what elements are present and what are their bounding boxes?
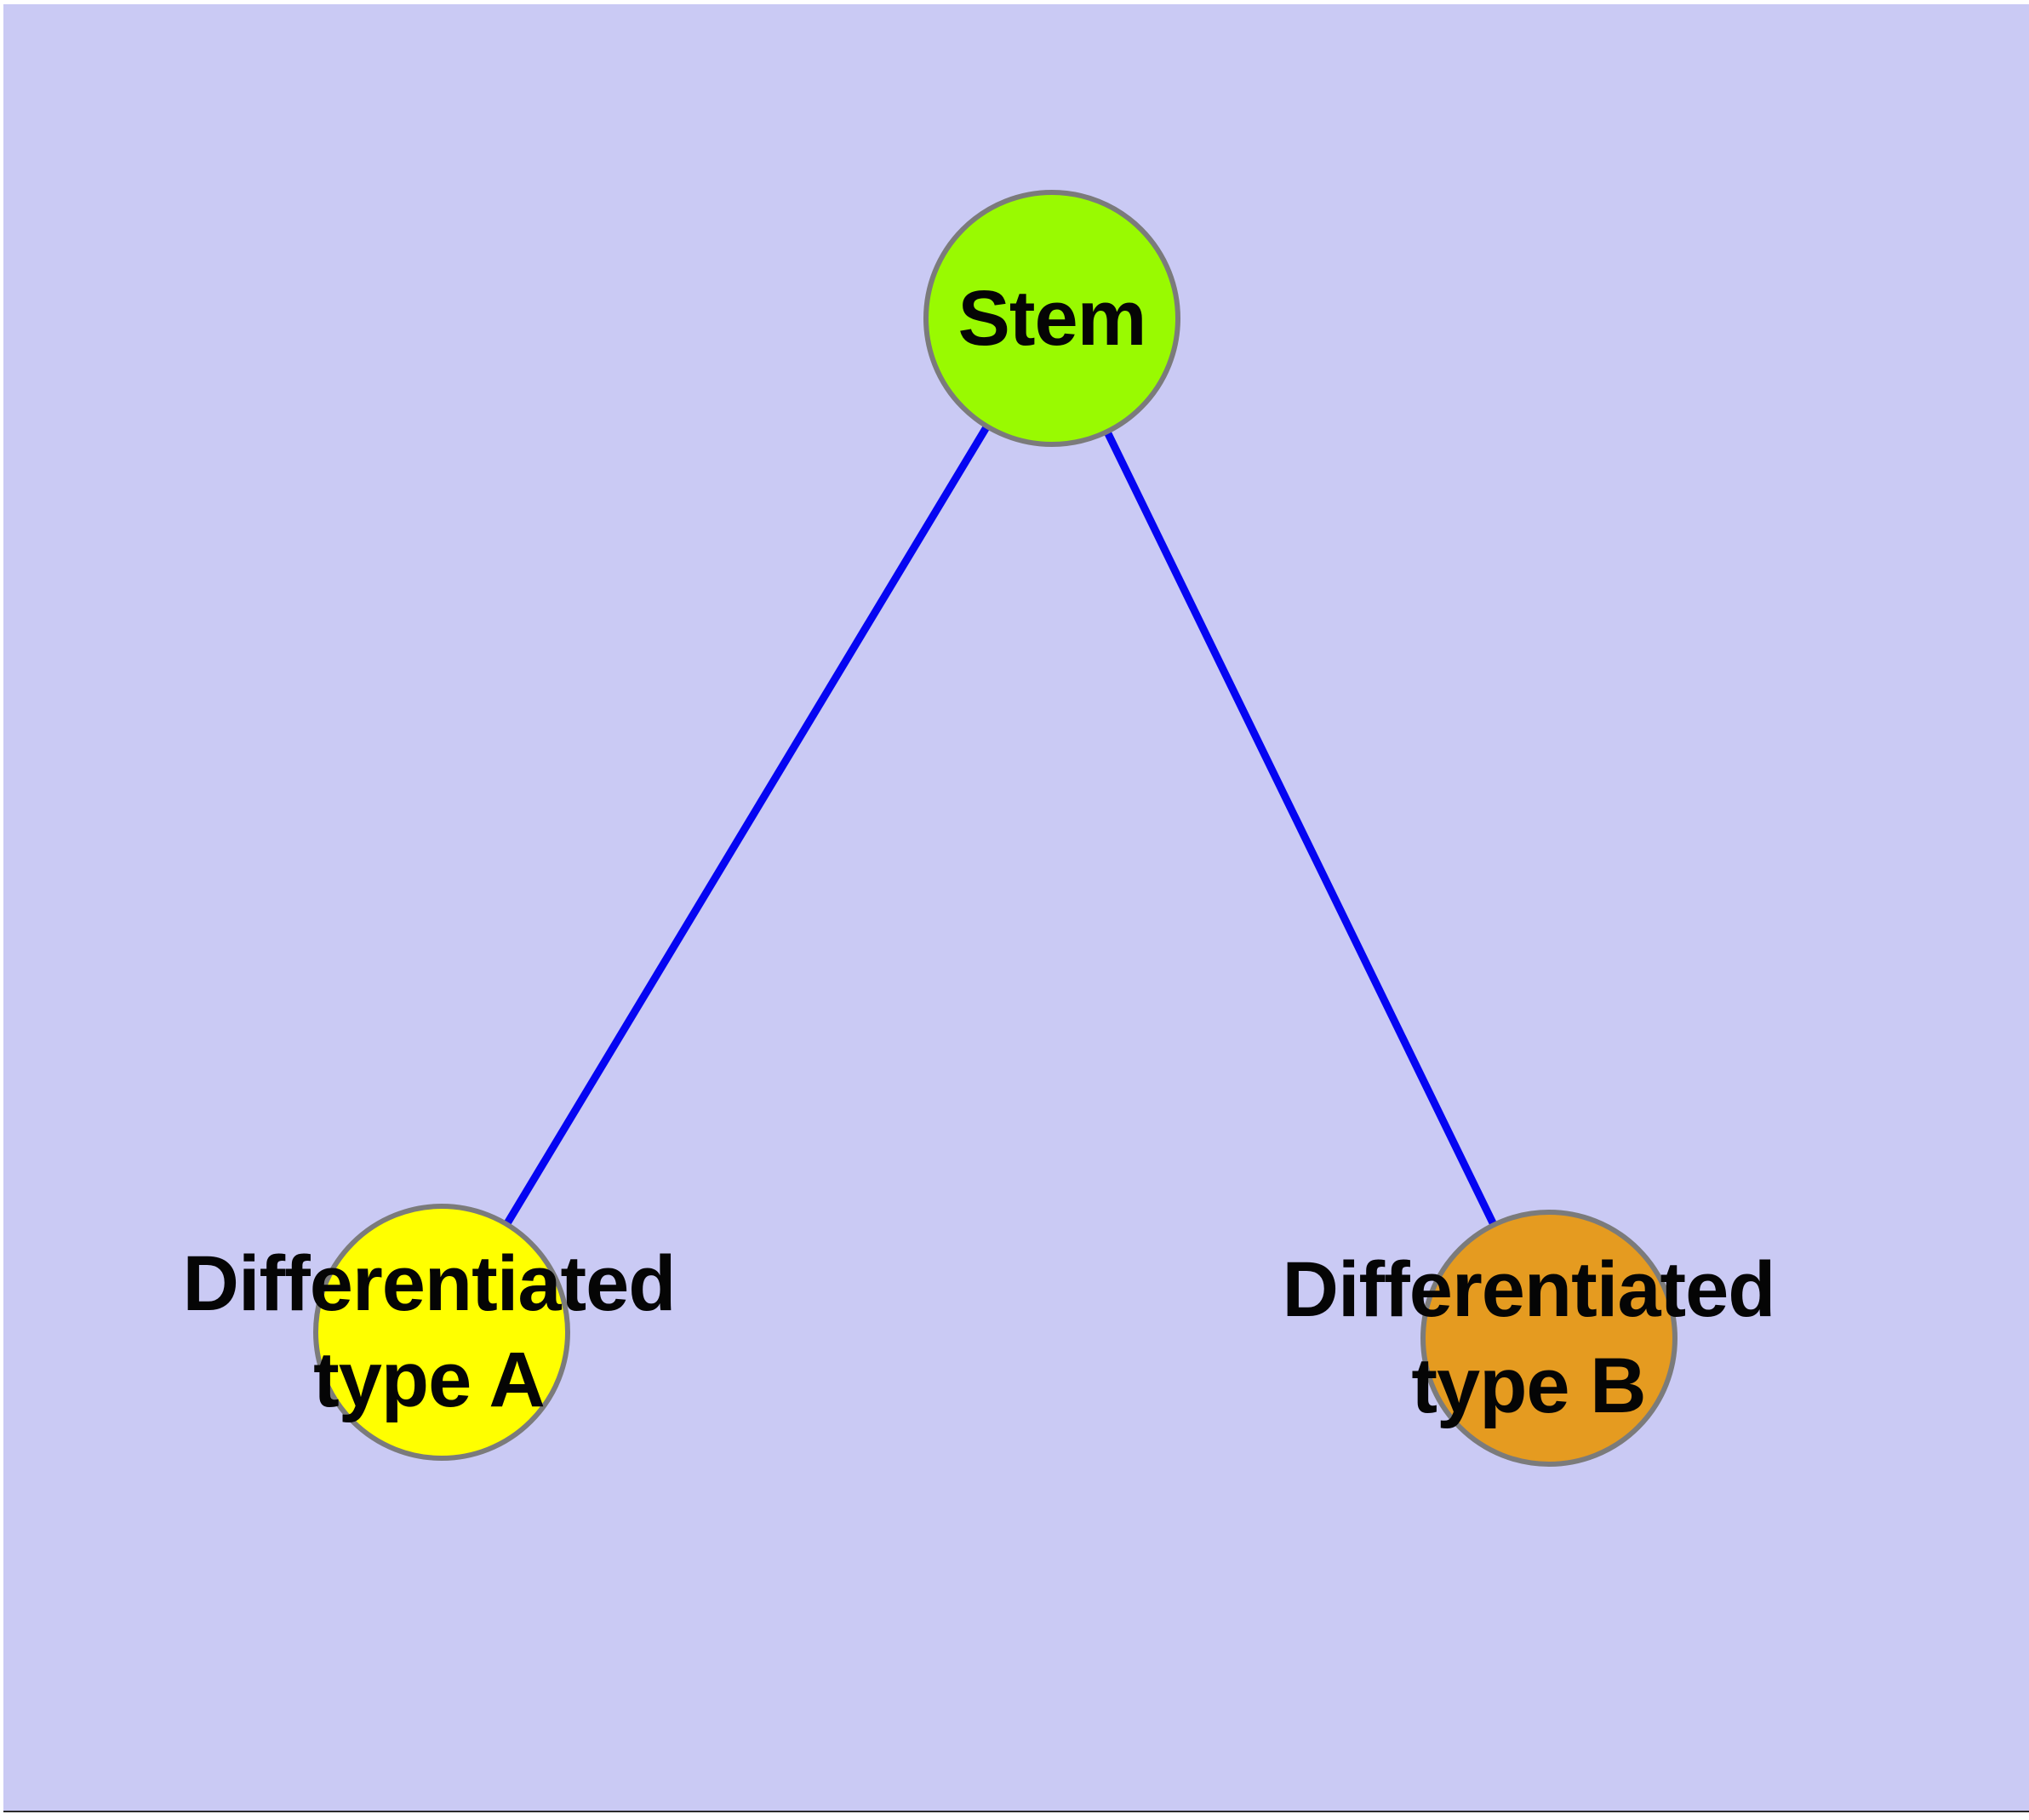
stem-node-label-text: Stem xyxy=(957,274,1147,362)
differentiated-type-b-node: Differentiated type B xyxy=(1283,1210,1775,1467)
differentiated-type-a-label: Differentiated type A xyxy=(182,1236,677,1428)
differentiated-type-a-node: Differentiated type A xyxy=(183,1204,676,1461)
differentiated-type-a-label-line2: type A xyxy=(313,1336,546,1423)
differentiated-type-b-label-line1: Differentiated xyxy=(1282,1246,1776,1333)
edge-stem-to-type-b xyxy=(1048,317,1553,1340)
edge-stem-to-type-a xyxy=(438,316,1055,1335)
differentiated-type-b-label-line2: type B xyxy=(1411,1342,1646,1429)
stem-node-label: Stem xyxy=(957,271,1147,367)
differentiated-type-b-label: Differentiated type B xyxy=(1282,1242,1776,1434)
differentiated-type-a-label-line1: Differentiated xyxy=(182,1240,677,1327)
stem-node: Stem xyxy=(923,190,1180,447)
